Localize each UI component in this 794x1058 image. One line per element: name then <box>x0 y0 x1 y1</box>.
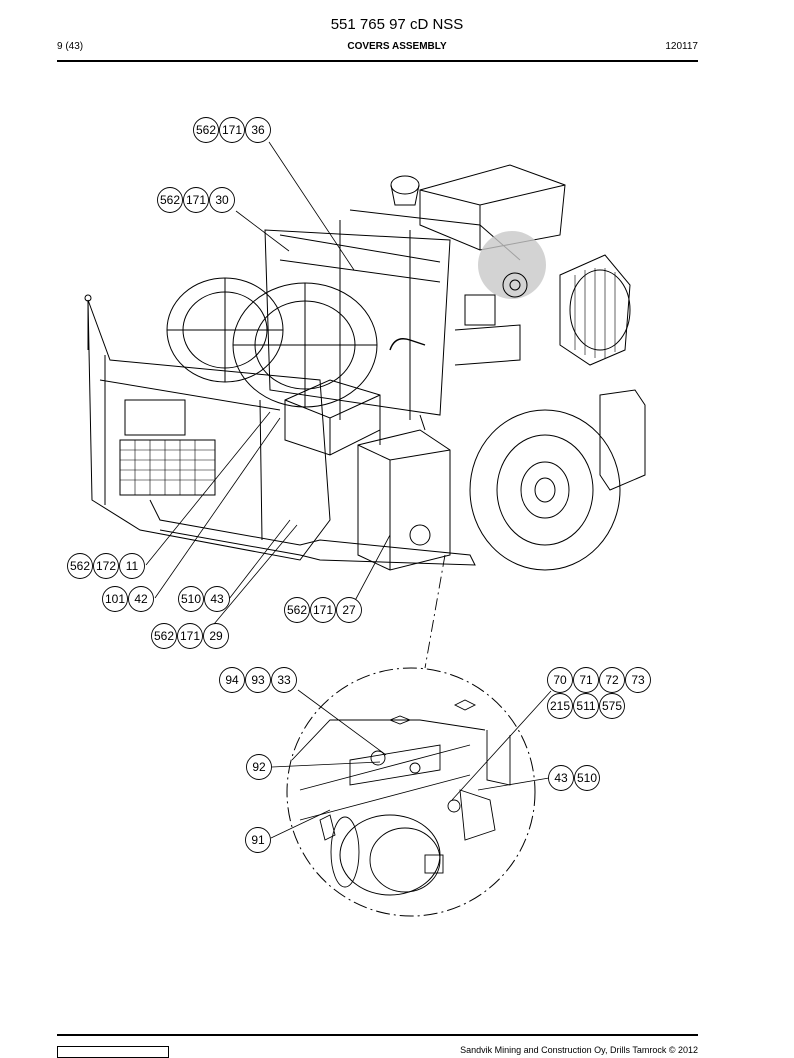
svg-text:171: 171 <box>186 193 206 207</box>
svg-text:92: 92 <box>252 760 266 774</box>
callout-562-171-36: 562 171 36 <box>193 117 271 143</box>
svg-text:27: 27 <box>342 603 356 617</box>
detail-link-line <box>424 554 446 669</box>
svg-text:36: 36 <box>251 123 265 137</box>
svg-text:93: 93 <box>251 673 265 687</box>
callout-562-171-30: 562 171 30 <box>157 187 235 213</box>
svg-text:562: 562 <box>196 123 216 137</box>
callout-215-511-575: 215 511 575 <box>547 693 625 719</box>
svg-text:33: 33 <box>277 673 291 687</box>
svg-text:72: 72 <box>605 673 619 687</box>
detail-view <box>286 667 536 917</box>
callout-562-171-29: 562 171 29 <box>151 623 229 649</box>
svg-text:562: 562 <box>70 559 90 573</box>
svg-text:42: 42 <box>134 592 148 606</box>
callout-510-43: 510 43 <box>178 586 230 612</box>
document-date: 120117 <box>665 41 698 52</box>
callout-43-510: 43 510 <box>548 765 600 791</box>
svg-text:575: 575 <box>602 699 622 713</box>
svg-text:171: 171 <box>222 123 242 137</box>
leader-lines <box>145 141 552 839</box>
page-number: 9 (43) <box>57 41 84 52</box>
svg-text:562: 562 <box>287 603 307 617</box>
footer-rule <box>57 1034 698 1036</box>
callout-562-172-11: 562 172 11 <box>67 553 145 579</box>
svg-text:11: 11 <box>126 559 139 573</box>
document-number: 551 765 97 cD NSS <box>330 16 464 33</box>
svg-text:43: 43 <box>210 592 224 606</box>
callout-94-93-33: 94 93 33 <box>219 667 297 693</box>
svg-text:562: 562 <box>154 629 174 643</box>
svg-text:94: 94 <box>225 673 239 687</box>
svg-text:91: 91 <box>251 833 265 847</box>
svg-text:171: 171 <box>180 629 200 643</box>
callout-562-171-27: 562 171 27 <box>284 597 362 623</box>
callout-91: 91 <box>245 827 271 853</box>
callout-92: 92 <box>246 754 272 780</box>
callout-101-42: 101 42 <box>102 586 154 612</box>
svg-text:71: 71 <box>579 673 593 687</box>
sandvik-logo <box>57 1046 169 1058</box>
svg-text:172: 172 <box>96 559 116 573</box>
svg-text:215: 215 <box>550 699 570 713</box>
svg-text:29: 29 <box>209 629 223 643</box>
svg-text:510: 510 <box>181 592 201 606</box>
section-title: COVERS ASSEMBLY <box>347 41 447 52</box>
callout-70-71-72-73: 70 71 72 73 <box>547 667 651 693</box>
svg-text:70: 70 <box>553 673 567 687</box>
svg-text:101: 101 <box>105 592 125 606</box>
footer-copyright: Sandvik Mining and Construction Oy, Dril… <box>460 1045 698 1055</box>
svg-text:30: 30 <box>215 193 229 207</box>
svg-text:73: 73 <box>631 673 645 687</box>
svg-text:511: 511 <box>576 699 595 713</box>
header-rule <box>57 60 698 62</box>
svg-text:43: 43 <box>554 771 568 785</box>
machine-illustration <box>84 164 646 571</box>
svg-text:171: 171 <box>313 603 333 617</box>
svg-text:510: 510 <box>577 771 597 785</box>
svg-text:562: 562 <box>160 193 180 207</box>
